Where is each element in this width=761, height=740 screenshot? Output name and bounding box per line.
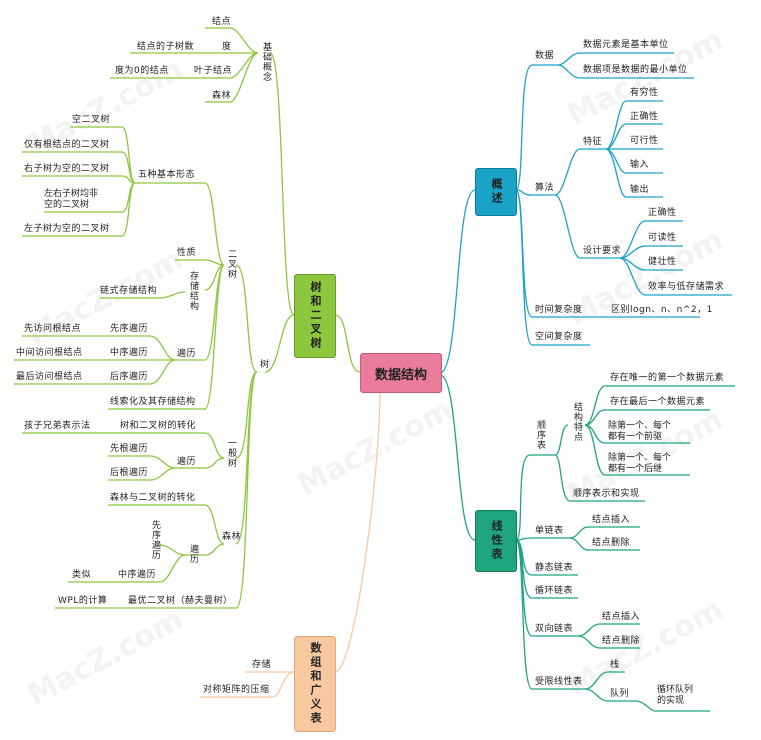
- general-traverse[interactable]: 遍历: [177, 457, 197, 467]
- design-item[interactable]: 正确性: [648, 208, 677, 218]
- similar[interactable]: 类似: [72, 570, 92, 580]
- degree-note[interactable]: 结点的子树数: [137, 42, 195, 52]
- feature-item[interactable]: 输出: [630, 185, 650, 195]
- forest-convert[interactable]: 森林与二叉树的转化: [110, 493, 196, 503]
- postorder-note[interactable]: 最后访问根结点: [16, 372, 83, 382]
- tree-general[interactable]: 一般树: [226, 438, 236, 468]
- child-sibling[interactable]: 孩子兄弟表示法: [24, 421, 91, 431]
- restricted-stack[interactable]: 栈: [610, 660, 620, 670]
- algorithm-features[interactable]: 特征: [583, 137, 603, 147]
- forest-traverse[interactable]: 遍历: [188, 544, 198, 564]
- inorder-note[interactable]: 中间访问根结点: [16, 348, 83, 358]
- basic-degree[interactable]: 度: [222, 42, 232, 52]
- array-compress[interactable]: 对称矩阵的压缩: [203, 685, 270, 695]
- feature-item[interactable]: 可行性: [630, 136, 659, 146]
- binary-five-forms[interactable]: 五种基本形态: [138, 170, 196, 180]
- data-item[interactable]: 数据项是数据的最小单位: [583, 65, 688, 75]
- form-item[interactable]: 仅有根结点的二叉树: [24, 140, 110, 150]
- linear-single[interactable]: 单链表: [535, 526, 564, 536]
- tree-tree[interactable]: 树: [260, 360, 270, 370]
- threaded[interactable]: 线索化及其存储结构: [110, 397, 196, 407]
- linear-circular[interactable]: 循环链表: [535, 586, 574, 596]
- tree-basic[interactable]: 基础概念: [261, 42, 271, 82]
- restricted-queue[interactable]: 队列: [610, 689, 630, 699]
- time-note[interactable]: 区别logn、n、n^2，1: [611, 305, 713, 315]
- basic-node[interactable]: 结点: [212, 17, 232, 27]
- general-convert[interactable]: 树和二叉树的转化: [120, 421, 197, 431]
- forest-in[interactable]: 中序遍历: [118, 570, 157, 580]
- basic-leaf[interactable]: 叶子结点: [194, 66, 233, 76]
- double-item[interactable]: 结点删除: [602, 636, 641, 646]
- array-storage[interactable]: 存储: [252, 660, 272, 670]
- post-root[interactable]: 后根遍历: [110, 468, 149, 478]
- binary-property[interactable]: 性质: [177, 248, 197, 258]
- overview-time[interactable]: 时间复杂度: [535, 305, 583, 315]
- form-item[interactable]: 右子树为空的二叉树: [24, 164, 110, 174]
- queue-note[interactable]: 循环队列 的实现: [657, 685, 694, 706]
- form-item[interactable]: 空二叉树: [72, 115, 111, 125]
- topic-array[interactable]: 数组和广义表: [294, 636, 336, 732]
- wpl[interactable]: WPL的计算: [58, 596, 108, 606]
- binary-traverse[interactable]: 遍历: [177, 349, 197, 359]
- pre-root[interactable]: 先根遍历: [110, 444, 149, 454]
- basic-forest[interactable]: 森林: [212, 91, 232, 101]
- inorder[interactable]: 中序遍历: [110, 348, 149, 358]
- linear-static[interactable]: 静态链表: [535, 563, 574, 573]
- preorder[interactable]: 先序遍历: [110, 324, 149, 334]
- double-item[interactable]: 结点插入: [602, 612, 641, 622]
- linear-sequential[interactable]: 顺序表: [535, 420, 545, 450]
- algorithm-design[interactable]: 设计要求: [583, 246, 622, 256]
- data-item[interactable]: 数据元素是基本单位: [583, 40, 669, 50]
- preorder-note[interactable]: 先访问根结点: [24, 324, 82, 334]
- linked-storage[interactable]: 链式存储结构: [100, 286, 158, 296]
- center-node[interactable]: 数据结构: [360, 353, 442, 393]
- topic-overview[interactable]: 概述: [475, 168, 517, 216]
- tree-forest[interactable]: 森林: [222, 532, 242, 542]
- feature-item[interactable]: 有穷性: [630, 88, 659, 98]
- design-item[interactable]: 效率与低存储需求: [648, 282, 725, 292]
- struct-item[interactable]: 存在最后一个数据元素: [610, 397, 706, 407]
- postorder[interactable]: 后序遍历: [110, 372, 149, 382]
- design-item[interactable]: 可读性: [648, 233, 677, 243]
- overview-algorithm[interactable]: 算法: [535, 183, 555, 193]
- form-item[interactable]: 左子树为空的二叉树: [24, 224, 110, 234]
- binary-storage[interactable]: 存储结构: [188, 271, 198, 311]
- linear-restricted[interactable]: 受限线性表: [535, 677, 583, 687]
- forest-pre[interactable]: 先序遍历: [150, 520, 160, 560]
- design-item[interactable]: 健壮性: [648, 257, 677, 267]
- form-item[interactable]: 左右子树均非 空的二叉树: [44, 189, 99, 210]
- leaf-note[interactable]: 度为0的结点: [115, 66, 169, 76]
- single-item[interactable]: 结点插入: [592, 515, 631, 525]
- huffman[interactable]: 最优二叉树（赫夫曼树）: [128, 596, 233, 606]
- overview-space[interactable]: 空间复杂度: [535, 332, 583, 342]
- tree-binary[interactable]: 二叉树: [226, 249, 236, 279]
- topic-tree[interactable]: 树和二叉树: [294, 274, 336, 358]
- struct-item[interactable]: 除第一个、每个 都有一个前驱: [608, 421, 672, 442]
- feature-item[interactable]: 输入: [630, 160, 650, 170]
- seq-impl[interactable]: 顺序表示和实现: [573, 489, 640, 499]
- linear-structure[interactable]: 结构特点: [572, 402, 582, 442]
- topic-linear-list[interactable]: 线性表: [475, 510, 517, 572]
- single-item[interactable]: 结点删除: [592, 538, 631, 548]
- linear-double[interactable]: 双向链表: [535, 624, 574, 634]
- struct-item[interactable]: 除第一个、每个 都有一个后继: [608, 453, 672, 474]
- overview-data[interactable]: 数据: [535, 51, 555, 61]
- feature-item[interactable]: 正确性: [630, 112, 659, 122]
- struct-item[interactable]: 存在唯一的第一个数据元素: [610, 373, 725, 383]
